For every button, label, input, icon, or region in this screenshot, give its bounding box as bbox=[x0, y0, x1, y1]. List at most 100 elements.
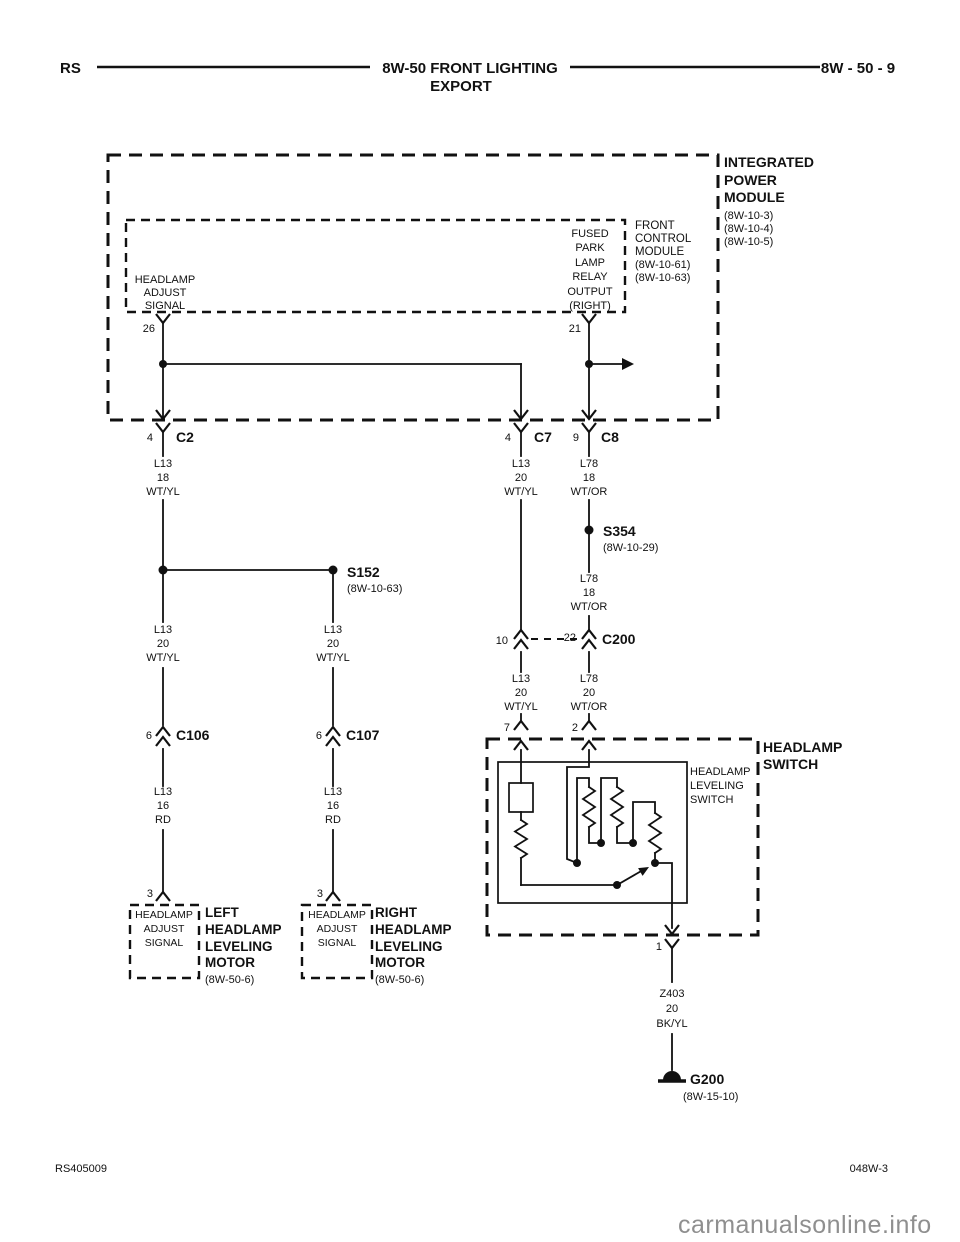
boundary-arrow-icon bbox=[664, 924, 680, 936]
wire-color: RD bbox=[155, 814, 171, 826]
pin-1-fork-icon bbox=[664, 938, 680, 950]
wire-gauge: 20 bbox=[515, 687, 527, 699]
connector-c107: 6 C107 bbox=[316, 725, 380, 787]
headlamp-leveling-switch: HEADLAMP LEVELING SWITCH bbox=[497, 749, 751, 929]
fcm-title: CONTROL bbox=[635, 233, 692, 245]
connector-fork-icon bbox=[513, 422, 529, 434]
wire-circuit: L78 bbox=[580, 573, 598, 585]
headlamp-switch-box: HEADLAMP SWITCH HEADLAMP LEVELING SWITCH bbox=[485, 737, 842, 937]
wire-circuit: L13 bbox=[154, 786, 172, 798]
connector-pin: 22 bbox=[564, 632, 576, 644]
wire-gauge: 20 bbox=[515, 472, 527, 484]
pin-2-fork-icon bbox=[581, 719, 597, 731]
wire-gauge: 20 bbox=[327, 638, 339, 650]
motor-outline bbox=[300, 903, 374, 980]
wire bbox=[576, 777, 590, 864]
pin-2-label: 2 bbox=[572, 722, 578, 734]
wire-gauge: 18 bbox=[157, 472, 169, 484]
fcm-ref: (8W-10-63) bbox=[635, 272, 690, 284]
splice-ref: (8W-10-29) bbox=[603, 542, 658, 554]
page-number: 8W - 50 - 9 bbox=[821, 60, 895, 77]
motor-signal-label: HEADLAMP bbox=[308, 909, 366, 921]
connector-c8: 9 C8 bbox=[573, 422, 619, 457]
inline-connector-icon bbox=[155, 735, 171, 747]
inline-connector-icon bbox=[581, 628, 597, 640]
connector-c7: 4 C7 bbox=[505, 422, 552, 457]
resistor-icon bbox=[609, 785, 625, 829]
connector-pin: 4 bbox=[505, 432, 511, 444]
pin-3-label: 3 bbox=[147, 888, 153, 900]
page-subtitle: EXPORT bbox=[430, 78, 492, 95]
motor-title: LEVELING bbox=[205, 939, 273, 954]
fcm-outline bbox=[124, 218, 627, 314]
motor-signal-label: ADJUST bbox=[144, 923, 185, 935]
motor-title: LEFT bbox=[205, 905, 239, 920]
motor-ref: (8W-50-6) bbox=[205, 974, 254, 986]
wire-color: BK/YL bbox=[656, 1018, 687, 1030]
wire-circuit: L13 bbox=[512, 673, 530, 685]
leveling-switch-outline bbox=[497, 761, 688, 904]
connector-pin: 4 bbox=[147, 432, 153, 444]
fcm-right-output-label: OUTPUT bbox=[567, 286, 613, 298]
wire-circuit: L13 bbox=[154, 624, 172, 636]
fcm-right-output-label: RELAY bbox=[572, 271, 608, 283]
wire-gauge: 20 bbox=[666, 1003, 678, 1015]
wire-color: WT/YL bbox=[504, 701, 538, 713]
motor-title: MOTOR bbox=[375, 955, 425, 970]
splice-name: S354 bbox=[603, 523, 636, 539]
wire bbox=[600, 777, 618, 844]
ipm-title: INTEGRATED bbox=[724, 154, 814, 170]
connector-pin: 6 bbox=[316, 730, 322, 742]
wiper-arm bbox=[615, 868, 645, 887]
wire-color: WT/YL bbox=[146, 486, 180, 498]
connector-c2: 4 C2 bbox=[147, 422, 194, 457]
pin-26-label: 26 bbox=[143, 323, 155, 335]
connector-pin: 6 bbox=[146, 730, 152, 742]
sheet-number: 048W-3 bbox=[850, 1163, 888, 1175]
fcm-left-output-label: SIGNAL bbox=[145, 300, 185, 312]
motor-outline bbox=[128, 903, 201, 980]
motor-signal-label: ADJUST bbox=[317, 923, 358, 935]
switch-title: HEADLAMP bbox=[763, 739, 842, 755]
ground-icon bbox=[663, 1071, 681, 1080]
connector-name: C107 bbox=[346, 727, 380, 743]
wire-gauge: 16 bbox=[157, 800, 169, 812]
fcm-right-output-label: LAMP bbox=[575, 257, 605, 269]
wire-color: WT/OR bbox=[571, 486, 608, 498]
motor-signal-label: SIGNAL bbox=[145, 937, 184, 949]
resistor-icon bbox=[581, 785, 597, 829]
connector-fork-icon bbox=[155, 422, 171, 434]
ipm-box: INTEGRATED POWER MODULE (8W-10-3) (8W-10… bbox=[106, 153, 814, 422]
fcm-left-output-label: HEADLAMP bbox=[135, 274, 196, 286]
splice-s152: S152 (8W-10-63) bbox=[158, 499, 402, 595]
pin-21-fork-icon bbox=[581, 313, 597, 325]
wire-circuit: L78 bbox=[580, 458, 598, 470]
inline-connector-icon bbox=[513, 638, 529, 650]
fcm-right-output-label: PARK bbox=[575, 242, 605, 254]
ipm-ref: (8W-10-3) bbox=[724, 210, 773, 222]
inline-connector-icon bbox=[581, 638, 597, 650]
fcm-right-output-label: FUSED bbox=[571, 228, 608, 240]
model-code: RS bbox=[60, 60, 81, 77]
footer: RS405009 048W-3 carmanualsonline.info bbox=[55, 1163, 931, 1239]
fcm-title: MODULE bbox=[635, 246, 685, 258]
page-title: 8W-50 FRONT LIGHTING bbox=[382, 60, 558, 77]
fcm-ref: (8W-10-61) bbox=[635, 259, 690, 271]
leveling-switch-label: HEADLAMP bbox=[690, 766, 751, 778]
boundary-arrow-icon bbox=[155, 409, 171, 421]
ground-ref: (8W-15-10) bbox=[683, 1091, 738, 1103]
leveling-switch-label: SWITCH bbox=[690, 794, 733, 806]
pin-1-label: 1 bbox=[656, 941, 662, 953]
wire-label-c7-out: L13 20 WT/YL bbox=[504, 458, 538, 498]
wiper-arrow-icon bbox=[638, 867, 649, 876]
wire-c7-column: 10 L13 20 WT/YL 7 bbox=[496, 499, 538, 734]
resistor-icon bbox=[513, 818, 529, 860]
resistor-icon bbox=[647, 811, 663, 855]
pin-21-label: 21 bbox=[569, 323, 581, 335]
motor-title: RIGHT bbox=[375, 905, 418, 920]
wire-circuit: L13 bbox=[324, 786, 342, 798]
connector-fork-icon bbox=[581, 422, 597, 434]
inline-connector-icon bbox=[325, 735, 341, 747]
